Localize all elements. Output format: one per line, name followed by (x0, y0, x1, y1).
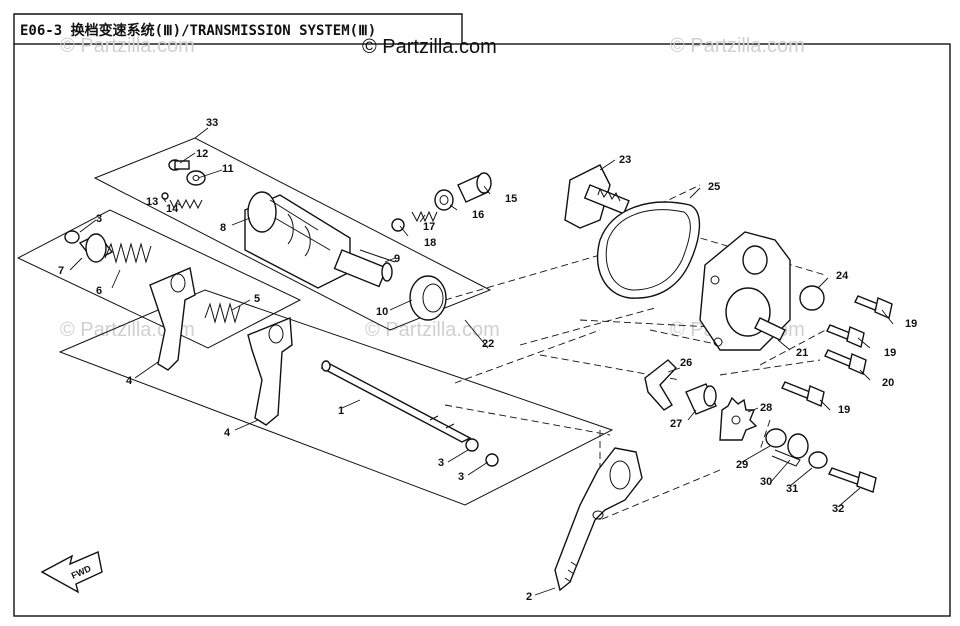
callout-label: 18 (424, 237, 436, 249)
callout-label: 3 (96, 213, 102, 225)
group-outline-forks (16, 209, 302, 349)
callout-label: 27 (670, 418, 682, 430)
callout-label: 20 (882, 377, 894, 389)
washer-part-11 (186, 170, 206, 186)
spring-part-30 (771, 433, 809, 467)
fwd-direction-arrow: FWD (40, 551, 103, 594)
callout-label: 10 (376, 306, 388, 318)
callout-label: 11 (222, 163, 234, 175)
bearing-part-10 (409, 275, 447, 321)
callout-label: 14 (166, 203, 179, 215)
diagram-frame (13, 43, 951, 617)
callout-label: 8 (220, 222, 226, 234)
watermark: © Partzilla.com (60, 319, 195, 341)
shift-drum-part (244, 191, 393, 289)
callout-label: 12 (196, 148, 208, 160)
callout-label: 19 (838, 404, 850, 416)
callout-label: 3 (438, 457, 444, 469)
callout-label: 9 (394, 253, 400, 265)
title-box (13, 13, 463, 44)
callout-label: 29 (736, 459, 748, 471)
callout-label: 19 (884, 347, 896, 359)
pin-part-12 (168, 159, 190, 171)
callout-label: 19 (905, 318, 917, 330)
callout-label: 5 (254, 293, 260, 305)
callout-label: 22 (482, 338, 494, 350)
callout-label: 4 (126, 375, 133, 387)
shift-fork-left-part-4 (149, 267, 196, 371)
stopper-gear-part-28 (719, 396, 758, 441)
callout-label: 7 (58, 265, 64, 277)
callout-label: 31 (786, 483, 798, 495)
stopper-plate-part-26 (644, 359, 677, 411)
watermark: © Partzilla.com (362, 36, 497, 58)
shift-lever-part-2 (554, 447, 643, 592)
collar-part-27 (685, 383, 717, 415)
callout-label: 17 (423, 221, 435, 233)
spring-part-17 (411, 210, 438, 223)
watermark: © Partzilla.com (670, 35, 805, 57)
spring-part-14 (169, 198, 203, 210)
ring-part-3 (485, 453, 499, 467)
washer-part-29 (765, 428, 787, 448)
washer-part-31 (808, 451, 828, 469)
bolt-part-32 (828, 467, 877, 493)
group-outline-33 (93, 137, 492, 331)
callout-label: 16 (472, 209, 484, 221)
collar-part-7 (78, 233, 114, 263)
seal-part-24 (799, 285, 825, 311)
callout-label: 25 (708, 181, 720, 193)
fork-shaft-part-1 (320, 360, 472, 443)
callout-label: 32 (832, 503, 844, 515)
page-title: E06-3 换档变速系统(Ⅲ)/TRANSMISSION SYSTEM(Ⅲ) (20, 22, 376, 39)
ball-part-18 (391, 218, 405, 232)
spring-part-5 (204, 302, 241, 324)
shift-fork-right-part-4 (247, 316, 293, 426)
ring-part-3 (465, 438, 479, 452)
gasket-part-25 (596, 201, 701, 299)
callout-label: 13 (146, 196, 158, 208)
callout-label: 15 (505, 193, 517, 205)
callout-label: 4 (224, 427, 231, 439)
spring-part-6 (104, 242, 152, 264)
callout-label: 24 (836, 270, 849, 282)
washer-part-16 (434, 189, 454, 211)
callout-label: 6 (96, 285, 102, 297)
callout-label: 28 (760, 402, 772, 414)
watermark: © Partzilla.com (60, 35, 195, 57)
ring-part-3 (64, 230, 80, 244)
callout-label: 23 (619, 154, 631, 166)
callout-label: 1 (338, 405, 344, 417)
callout-label: 30 (760, 476, 772, 488)
bolt-part-19 (826, 324, 865, 348)
bolt-part-20 (824, 349, 867, 375)
callout-label: 2 (526, 591, 532, 603)
shift-arm-part-23 (564, 164, 630, 229)
callout-label: 33 (206, 117, 218, 129)
group-outline-shaft (58, 289, 614, 506)
watermark: © Partzilla.com (365, 319, 500, 341)
callout-label: 21 (796, 347, 808, 359)
callout-label: 3 (458, 471, 464, 483)
leader-lines (69, 127, 894, 596)
ball-part-13 (161, 192, 169, 200)
bolt-part-19 (781, 381, 825, 407)
callout-label: 26 (680, 357, 692, 369)
bolt-part-19 (854, 295, 893, 319)
cover-part-21 (699, 231, 791, 351)
gasket-inner (605, 209, 691, 291)
plug-part-15 (457, 172, 492, 203)
